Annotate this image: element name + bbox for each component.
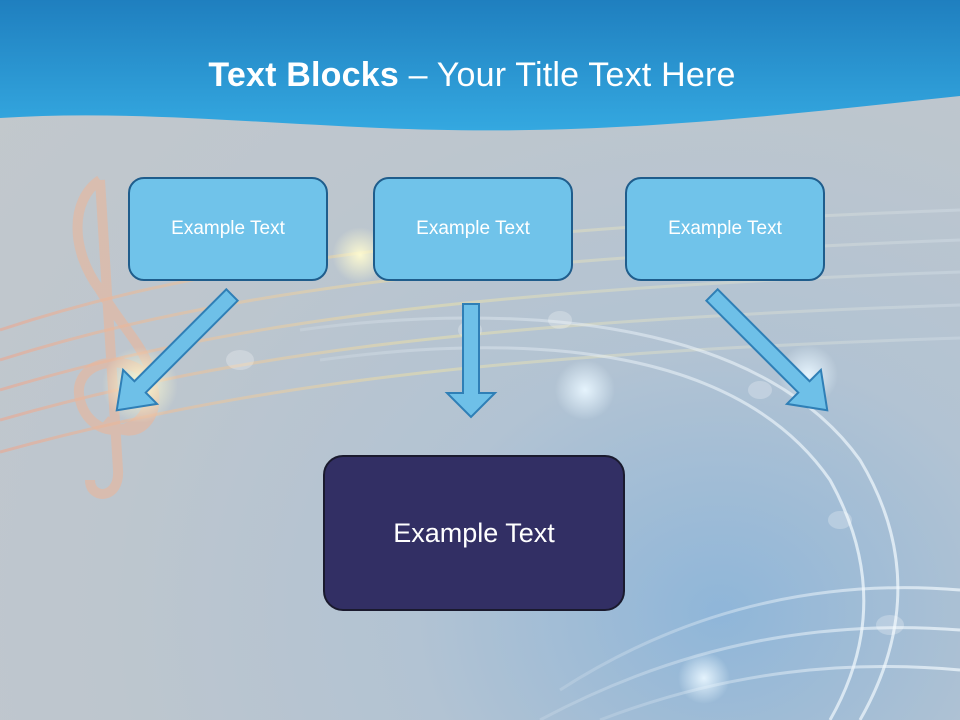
page-title: Text Blocks – Your Title Text Here [0,56,944,95]
glow-blue-2 [555,360,615,420]
title-bold: Text Blocks [208,56,399,94]
glow-yellow [102,347,178,423]
text-block-top-center[interactable]: Example Text [373,177,573,281]
header-banner [0,0,960,131]
text-block-top-right[interactable]: Example Text [625,177,825,281]
glow-blue [778,345,838,405]
title-rest: Your Title Text Here [436,56,736,94]
text-block-bottom[interactable]: Example Text [323,455,625,611]
title-dash: – [398,56,437,94]
text-block-top-left[interactable]: Example Text [128,177,328,281]
glow-blue-3 [678,652,730,704]
